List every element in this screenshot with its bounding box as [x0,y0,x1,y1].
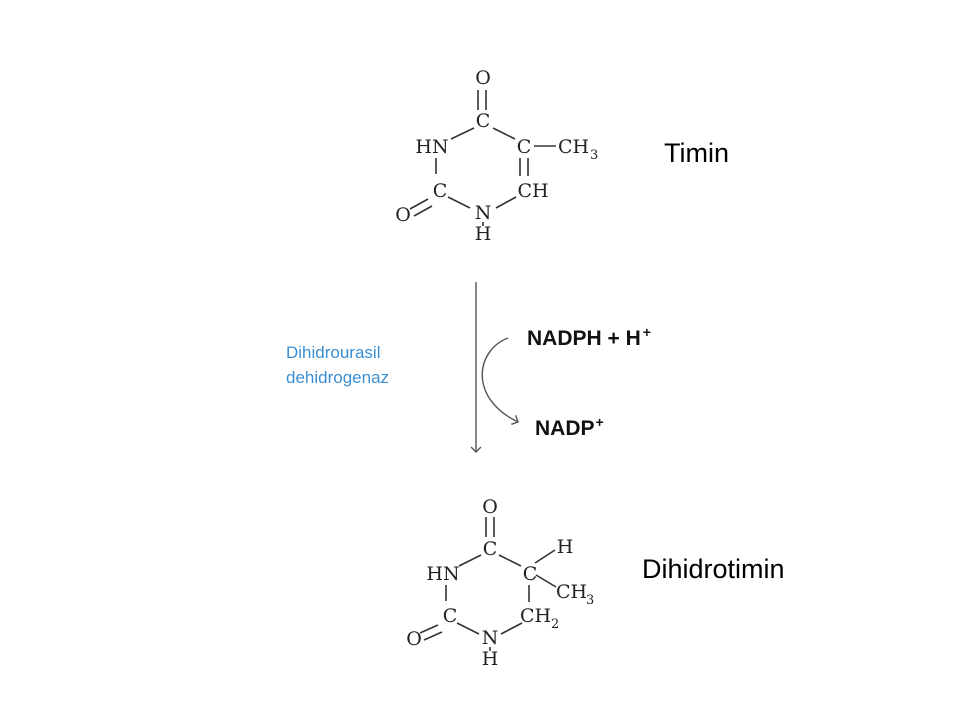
product-name: Dihidrotimin [642,554,785,584]
atom-o-top: O [475,67,491,89]
bond-c2-o-a [409,198,429,210]
atom-ch2-subscript: 2 [551,617,559,632]
atom-hn: HN [415,136,448,158]
atom-c5: C [517,136,532,158]
atom-n1: N [482,627,499,649]
atom-methyl: CH [556,581,587,603]
atom-o-left: O [406,628,422,650]
bond-c5-methyl [535,574,557,588]
cofactor-out: NADP+ [535,414,604,440]
enzyme-name-line2: dehidrogenaz [286,368,389,387]
atom-c2: C [433,180,448,202]
bond-c2-o-b [413,205,433,217]
atom-c2: C [443,605,458,627]
cofactor-curved-arrow [481,337,519,425]
atom-n1: N [475,202,492,224]
atom-c4: C [476,110,491,132]
atom-h-n1: H [475,223,492,245]
bond-c4-n3 [458,554,482,567]
enzyme-name-line1: Dihidrourasil [286,343,380,362]
bond-c5-h [534,549,556,564]
atom-h-n1: H [482,648,499,670]
atom-ch2: CH [520,605,551,627]
bond-c4-c5 [492,127,516,140]
atom-methyl: CH [558,136,589,158]
dihydrothymine-structure: O C H HN C CH 3 C CH 2 O N H [406,496,594,670]
bond-c4-n3 [450,127,475,140]
bond-c6-n1 [495,196,517,209]
atom-methyl-subscript: 3 [586,593,594,608]
atom-h5: H [557,536,574,558]
bond-c2-n1 [456,622,480,635]
atom-c4: C [483,538,498,560]
bond-c2-o-a [419,624,439,634]
atom-o-top: O [482,496,498,518]
atom-o-left: O [395,204,411,226]
atom-ch: CH [517,180,548,202]
substrate-name: Timin [664,138,729,168]
bond-c2-n1 [447,196,471,209]
bond-c2-o-b [423,631,443,641]
atom-c5: C [523,563,538,585]
bond-c6-n1 [500,622,523,635]
thymine-structure: O C HN C CH 3 C CH O N H [395,67,598,245]
atom-methyl-subscript: 3 [590,148,598,163]
atom-hn: HN [426,563,459,585]
bond-c4-c5 [498,554,522,567]
cofactor-in: NADPH + H+ [527,324,651,350]
